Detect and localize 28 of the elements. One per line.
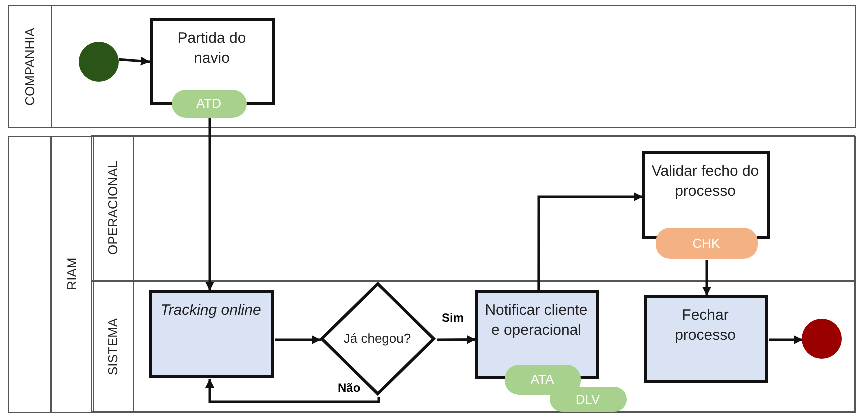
swimlane xyxy=(91,135,855,281)
task-label: Fechar processo xyxy=(674,306,737,346)
edge-label: Sim xyxy=(440,311,466,325)
start-event xyxy=(78,42,118,82)
swimlane xyxy=(8,5,856,128)
arrow xyxy=(206,118,214,291)
task-label: Tracking online xyxy=(160,300,262,320)
task-label: Validar fecho do processo xyxy=(650,162,760,202)
decision-label: Já chegou? xyxy=(344,330,412,348)
edge-label: Não xyxy=(336,381,363,395)
lane-label: OPERACIONAL xyxy=(105,161,120,255)
arrow xyxy=(702,260,712,296)
arrow xyxy=(538,192,643,291)
status-tag: CHK xyxy=(656,228,758,258)
task-label: Partida do navio xyxy=(176,28,248,69)
status-tag: DLV xyxy=(550,386,626,412)
arrow xyxy=(769,336,803,344)
lane-label: RIAM xyxy=(64,258,79,290)
arrow xyxy=(118,56,150,66)
lane-label: COMPANHIA xyxy=(22,28,38,106)
task-label: Notificar cliente e operacional xyxy=(484,300,589,341)
end-event xyxy=(802,318,842,358)
status-tag: ATD xyxy=(172,90,246,118)
swimlane xyxy=(91,281,855,412)
arrow xyxy=(437,335,476,344)
lane-label: SISTEMA xyxy=(105,318,120,376)
arrow xyxy=(275,336,321,344)
arrow xyxy=(206,379,380,404)
